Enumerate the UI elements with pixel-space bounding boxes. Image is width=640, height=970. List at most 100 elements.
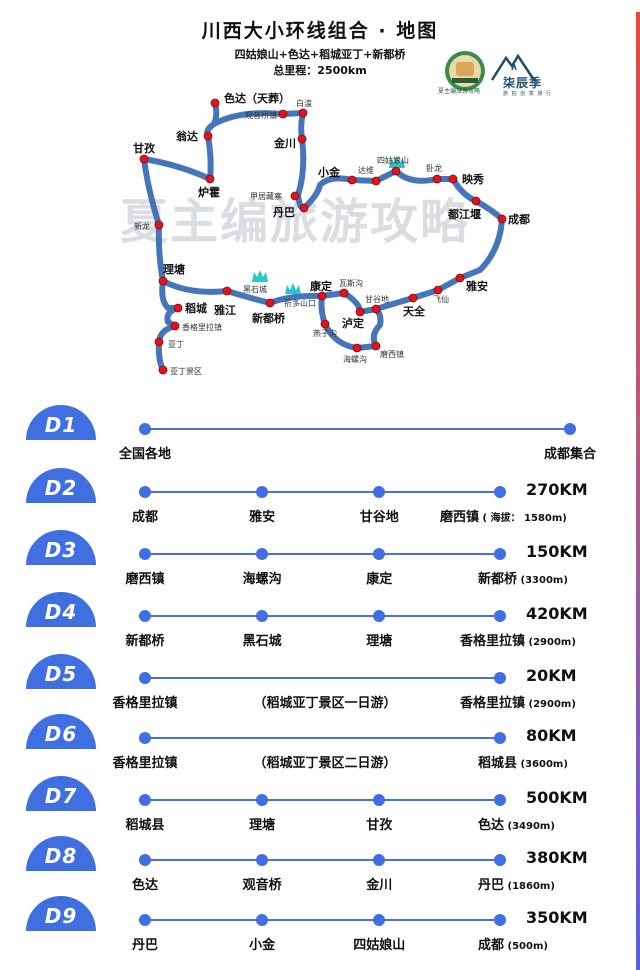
stop-dot [139, 486, 151, 498]
stop-label: 色达 (3490m) [478, 814, 555, 833]
svg-text:泸定: 泸定 [342, 316, 364, 330]
stop-dot [494, 794, 506, 806]
day-note: （稻城亚丁景区一日游） [253, 696, 397, 711]
stop-label: 雅安 [249, 506, 275, 525]
svg-text:白溘: 白溘 [296, 98, 312, 108]
stop-label: 新都桥 [125, 630, 164, 649]
day-row: D1 全国各地 成都集合 [0, 405, 640, 465]
stop-dot [256, 854, 269, 866]
svg-text:炉霍: 炉霍 [198, 185, 220, 199]
day-distance: 270KM [526, 480, 588, 499]
stop-dot [256, 914, 269, 926]
stop-label: 香格里拉镇 [112, 692, 177, 711]
svg-text:达维: 达维 [358, 165, 374, 175]
route-track [145, 553, 500, 555]
day-distance: 420KM [526, 604, 588, 623]
svg-text:甘谷地: 甘谷地 [365, 294, 389, 304]
svg-text:香格里拉镇: 香格里拉镇 [182, 322, 222, 332]
svg-text:翁达: 翁达 [176, 129, 198, 143]
stop-label: 康定 [366, 568, 392, 587]
svg-text:新都桥: 新都桥 [252, 311, 286, 325]
stop-dot [139, 854, 151, 866]
stop-dot [139, 794, 151, 806]
route-track [145, 491, 500, 493]
stop-label: 成都 (500m) [478, 934, 548, 953]
stop-name: 成都集合 [543, 447, 597, 462]
stop-label: 理塘 [249, 814, 275, 833]
stop-label: 丹巴 (1860m) [478, 874, 555, 893]
svg-text:新龙: 新龙 [134, 221, 150, 231]
stop-name: 小金 [249, 938, 276, 953]
stop-label: 香格里拉镇 [112, 752, 177, 771]
stop-altitude: ( 海拔： 1580m) [479, 513, 567, 524]
stop-name: 理塘 [249, 818, 276, 833]
stop-label: 香格里拉镇 (2900m) [460, 630, 576, 649]
stop-dot [139, 672, 151, 684]
svg-text:天全: 天全 [403, 304, 426, 318]
stop-label: 丹巴 [132, 934, 158, 953]
stop-name: 稻城县 [125, 818, 165, 833]
svg-text:磨西镇: 磨西镇 [380, 349, 404, 359]
stop-dot [256, 486, 269, 498]
route-track [145, 677, 500, 679]
day-badge: D3 [26, 530, 96, 565]
svg-text:燕子沟: 燕子沟 [313, 328, 337, 338]
stop-name: 成都 [131, 510, 159, 525]
stop-label: 色达 [132, 874, 158, 893]
stop-name: 全国各地 [118, 447, 172, 462]
day-distance: 350KM [526, 908, 588, 927]
stop-altitude: (2900m) [525, 699, 576, 710]
route-track [145, 799, 500, 801]
stop-name: 新都桥 [125, 634, 165, 649]
svg-text:映秀: 映秀 [462, 172, 484, 186]
stop-name: 香格里拉镇 [112, 756, 178, 771]
stop-dot [494, 610, 506, 622]
route-track [145, 859, 500, 861]
route-track [145, 428, 570, 430]
svg-text:卧龙: 卧龙 [426, 163, 442, 173]
svg-text:四姑娘山: 四姑娘山 [377, 155, 409, 165]
day-distance: 20KM [526, 666, 577, 685]
svg-text:折多山口: 折多山口 [284, 298, 316, 308]
page-subtitle: 四姑娘山+色达+稻城亚丁+新都桥 [234, 48, 406, 61]
stop-label: 成都集合 [544, 443, 596, 462]
stop-dot [494, 854, 506, 866]
svg-text:康定: 康定 [310, 279, 332, 293]
stop-name: 观音桥 [242, 878, 282, 893]
partner-logo-subtitle: 旅 拍 创 意 旅 行 [503, 91, 552, 97]
stop-name: 香格里拉镇 [460, 634, 526, 649]
svg-text:亚丁: 亚丁 [168, 340, 184, 349]
stop-name: 色达 [478, 818, 505, 833]
svg-text:瓦斯沟: 瓦斯沟 [339, 278, 363, 288]
stop-name: 成都 [478, 938, 505, 953]
svg-text:金川: 金川 [273, 136, 296, 150]
route-track [145, 919, 500, 921]
stop-name: 丹巴 [478, 878, 505, 893]
day-badge: D8 [26, 836, 96, 871]
svg-text:甲居藏寨: 甲居藏寨 [250, 191, 282, 201]
stop-name: 香格里拉镇 [112, 696, 178, 711]
stop-name: 稻城县 [478, 756, 518, 771]
stop-name: 香格里拉镇 [460, 696, 526, 711]
svg-text:海螺沟: 海螺沟 [343, 354, 367, 364]
mountain-icon [252, 156, 405, 294]
day-badge: D1 [26, 405, 96, 440]
stop-label: 海螺沟 [243, 568, 282, 587]
stop-name: 新都桥 [478, 572, 518, 587]
stop-dot [373, 854, 386, 866]
stop-label: 磨西镇 [125, 568, 164, 587]
stop-dot [564, 423, 576, 435]
route-track [145, 737, 500, 739]
day-distance: 150KM [526, 542, 588, 561]
svg-text:理塘: 理塘 [163, 262, 185, 276]
stop-dot [139, 732, 151, 744]
stop-name: 四姑娘山 [353, 938, 406, 953]
svg-text:雅江: 雅江 [214, 303, 236, 317]
stop-name: 黑石城 [242, 634, 282, 649]
stop-label: 小金 [249, 934, 275, 953]
day-distance: 80KM [526, 726, 577, 745]
